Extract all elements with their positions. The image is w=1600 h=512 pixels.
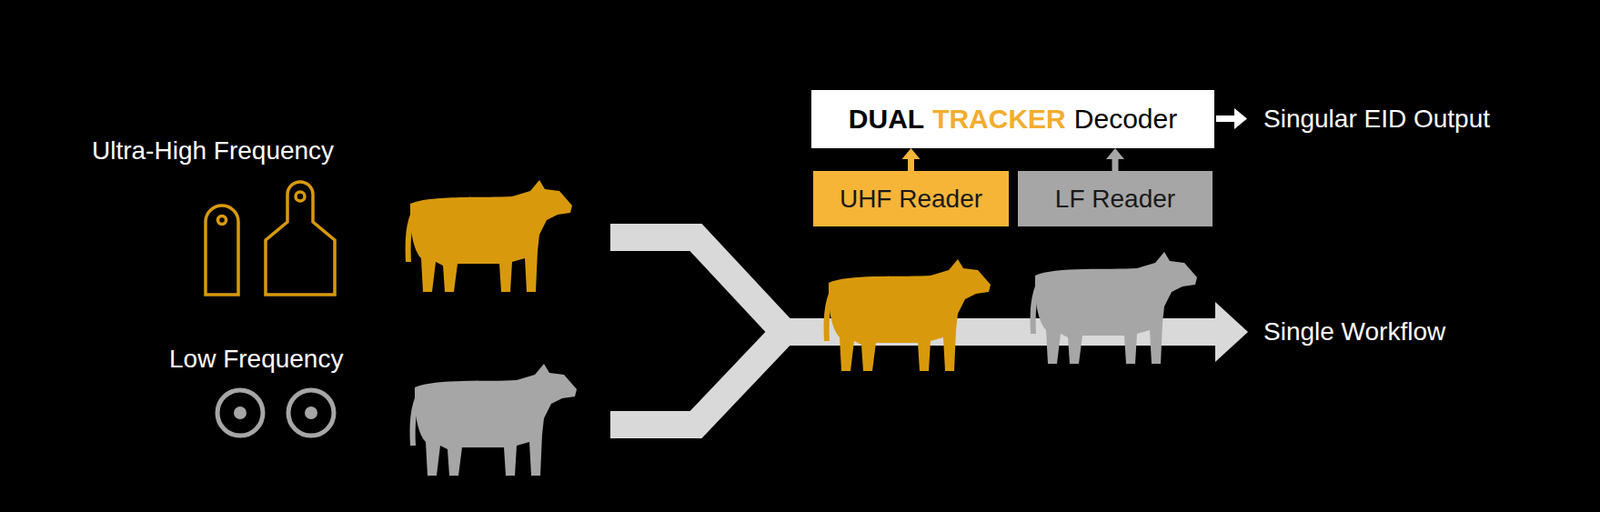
frequency-label: Low Frequency	[169, 344, 343, 374]
lf-button-icon	[217, 390, 334, 436]
uhf-reader-box: UHF Reader	[813, 171, 1009, 227]
box-text: TRACKER	[932, 103, 1067, 135]
uhf-cow	[405, 180, 573, 292]
signal-arrow	[1106, 148, 1125, 172]
workflow-band	[610, 237, 1219, 425]
lf-cow	[410, 363, 577, 476]
lf-cow	[1030, 251, 1198, 364]
lf-reader-box: LF Reader	[1017, 171, 1213, 227]
box-text: LF Reader	[1055, 184, 1176, 214]
box-text: DUAL	[848, 103, 925, 135]
decoder-box: DUALTRACKERDecoder	[811, 90, 1215, 149]
lf-button-dot	[233, 406, 318, 420]
workflow-arrowhead	[1215, 301, 1248, 363]
box-text: Decoder	[1074, 103, 1178, 135]
output-arrow	[1216, 108, 1248, 130]
frequency-label: Ultra-High Frequency	[91, 136, 334, 166]
uhf-cow	[824, 259, 991, 372]
uhf-tag-icon	[205, 181, 335, 295]
output-label: Singular EID Output	[1263, 104, 1490, 134]
signal-arrow	[902, 148, 921, 172]
box-text: UHF Reader	[839, 184, 983, 214]
workflow-label: Single Workflow	[1263, 317, 1446, 347]
